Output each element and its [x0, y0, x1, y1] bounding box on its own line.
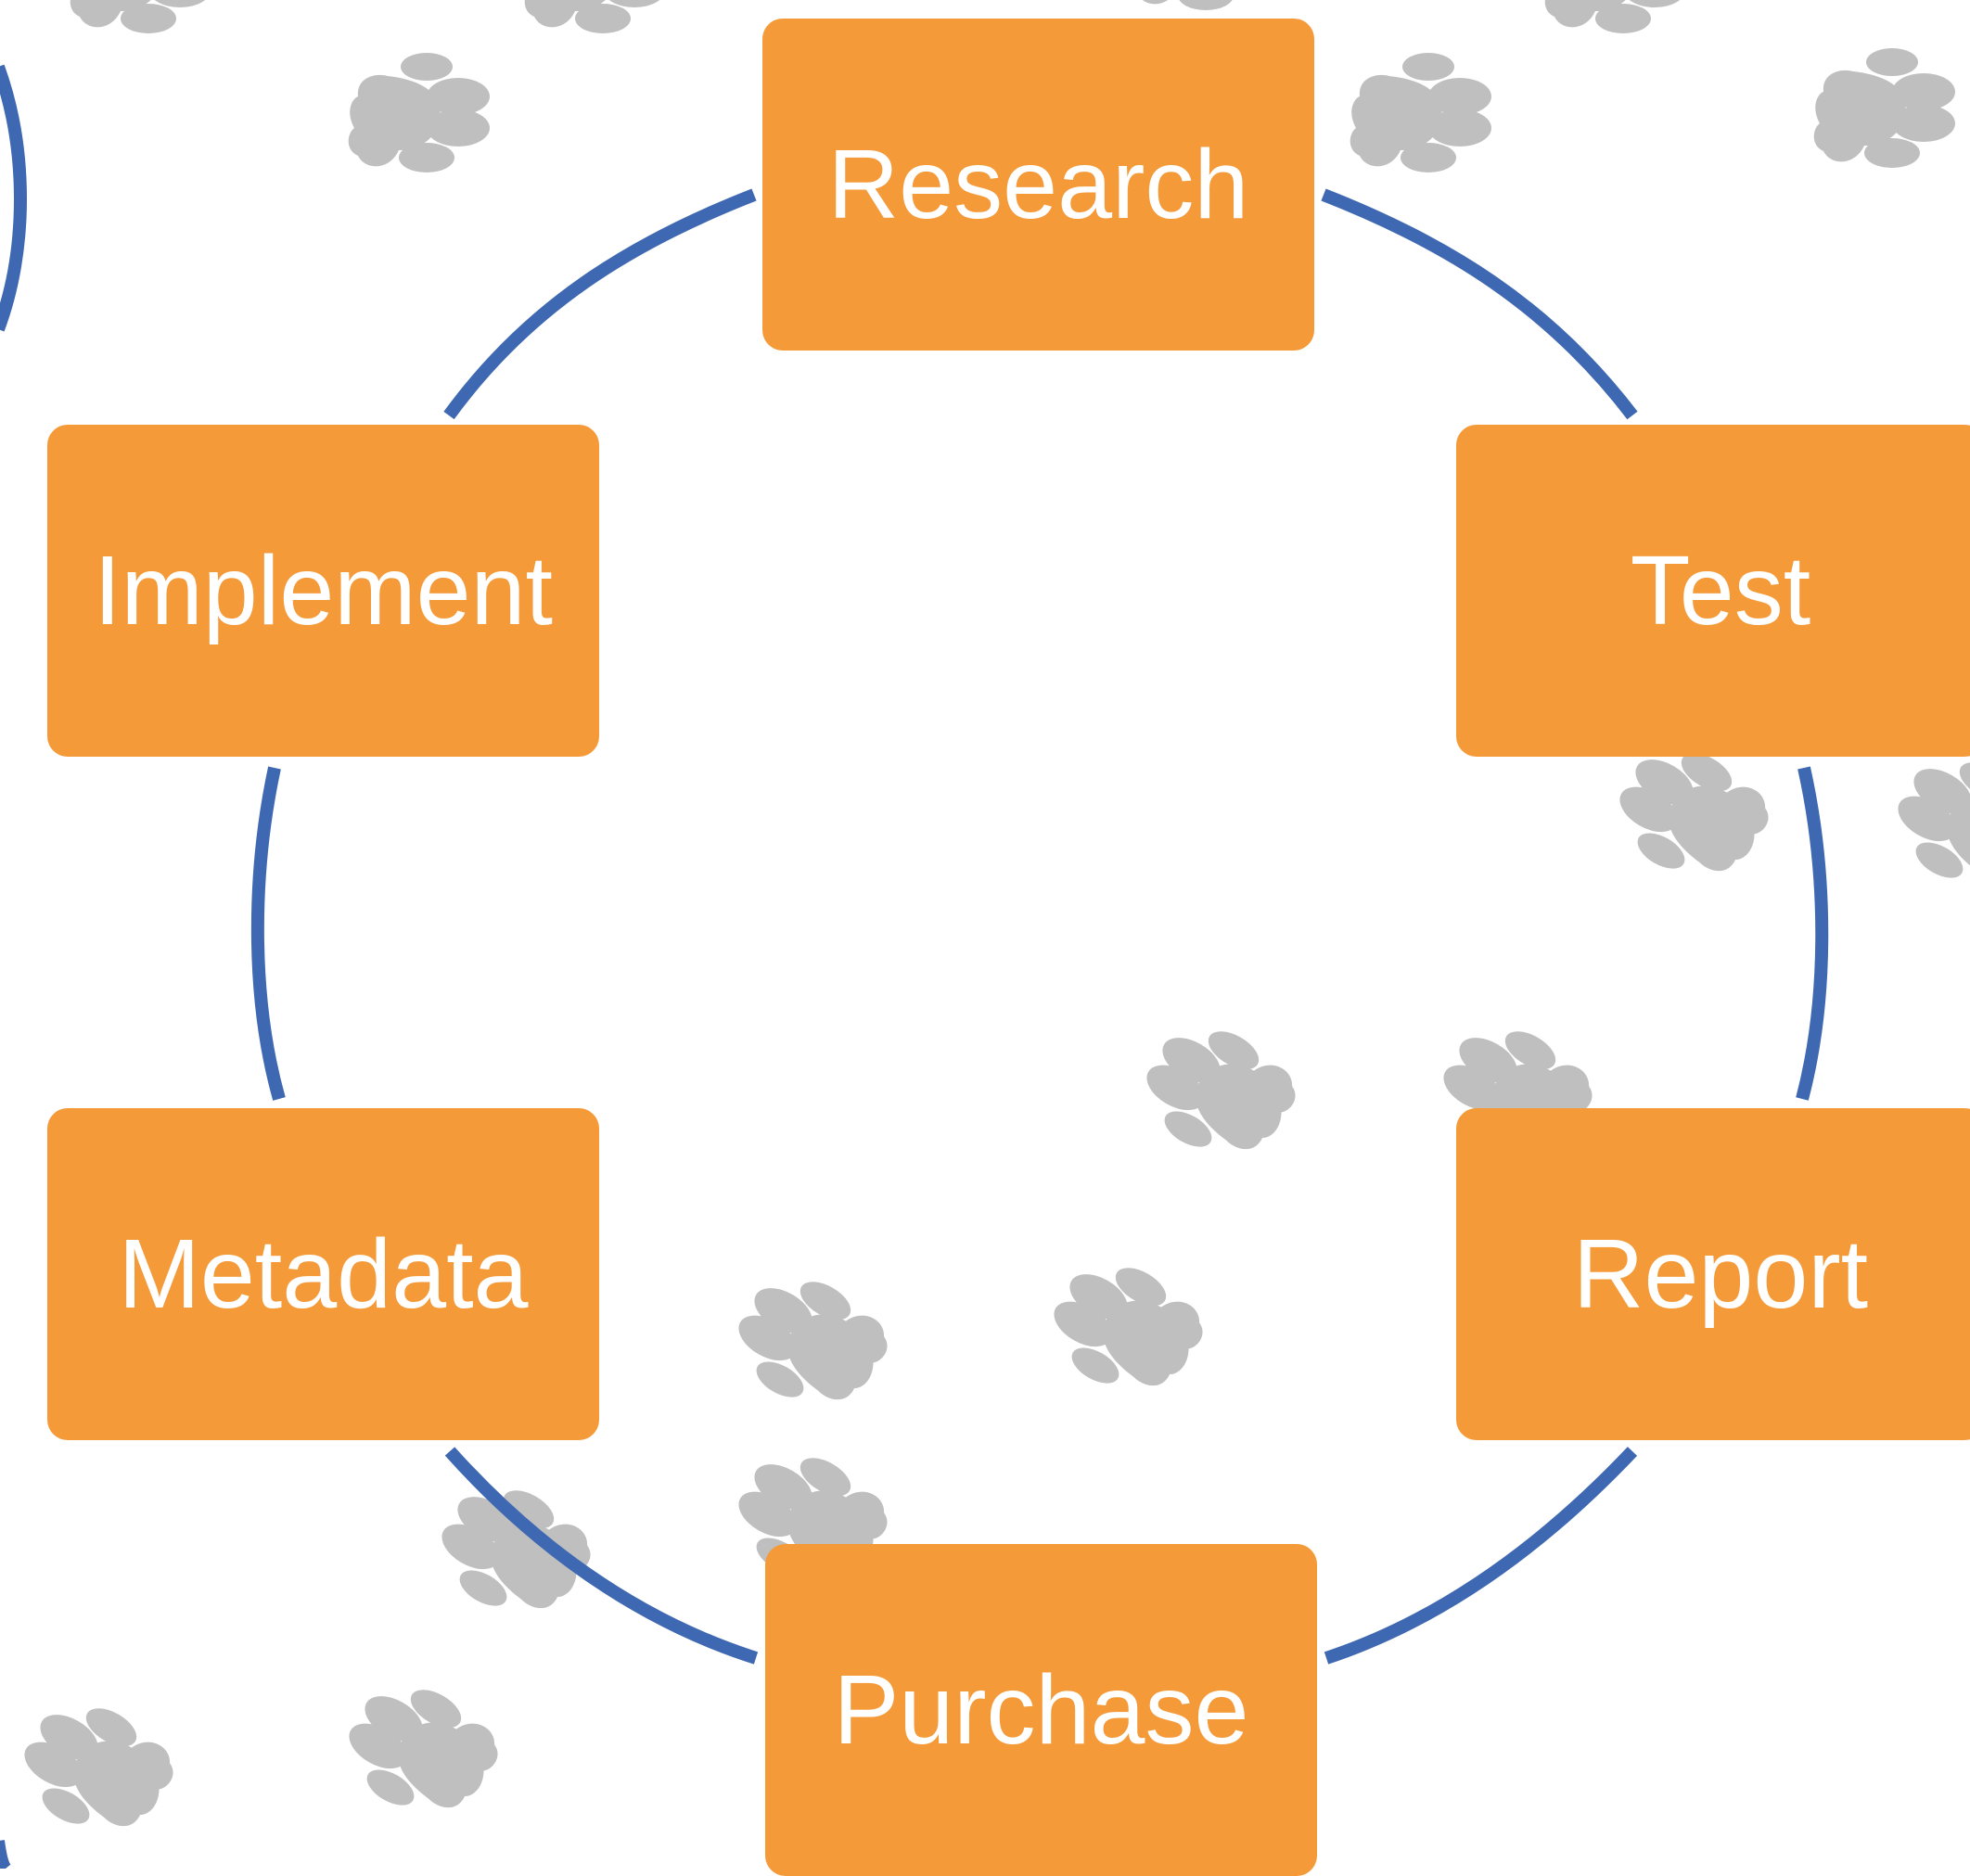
cycle-connector-arc	[250, 766, 286, 1101]
cycle-connector-arc	[1321, 188, 1638, 420]
node-label-implement: Implement	[94, 536, 553, 645]
paw-print-icon	[1877, 736, 1970, 912]
node-implement: Implement	[47, 425, 599, 757]
paw-print-icon	[4, 1682, 186, 1857]
cycle-connector-arc	[444, 1447, 759, 1665]
cycle-ring	[0, 64, 1829, 1869]
paw-print-icon	[70, 0, 211, 33]
node-label-test: Test	[1630, 536, 1811, 645]
paw-print-icon	[328, 1664, 511, 1839]
cycle-connector-arc	[1796, 766, 1829, 1101]
paw-print-icon	[348, 53, 490, 172]
cycle-connector-arc	[1324, 1447, 1638, 1665]
node-purchase: Purchase	[765, 1544, 1317, 1876]
node-label-metadata: Metadata	[118, 1219, 529, 1329]
node-test: Test	[1456, 425, 1970, 757]
paw-print-icon	[524, 0, 666, 33]
paw-print-icon	[421, 1464, 604, 1640]
paw-print-icon	[1350, 53, 1491, 172]
cycle-connector-arc	[0, 64, 27, 332]
paw-print-icon	[1544, 0, 1686, 33]
node-label-report: Report	[1572, 1219, 1869, 1329]
paw-print-icon	[1126, 1005, 1309, 1180]
cycle-connector-arc	[0, 1840, 11, 1869]
paw-print-icon	[1813, 48, 1955, 168]
paw-print-icon	[1033, 1242, 1216, 1417]
node-label-research: Research	[827, 130, 1249, 239]
node-metadata: Metadata	[47, 1108, 599, 1440]
node-research: Research	[762, 19, 1314, 351]
node-label-purchase: Purchase	[833, 1655, 1249, 1765]
node-report: Report	[1456, 1108, 1970, 1440]
paw-print-icon	[718, 1256, 901, 1431]
cycle-connector-arc	[443, 188, 757, 420]
paw-print-icon	[1127, 0, 1269, 10]
